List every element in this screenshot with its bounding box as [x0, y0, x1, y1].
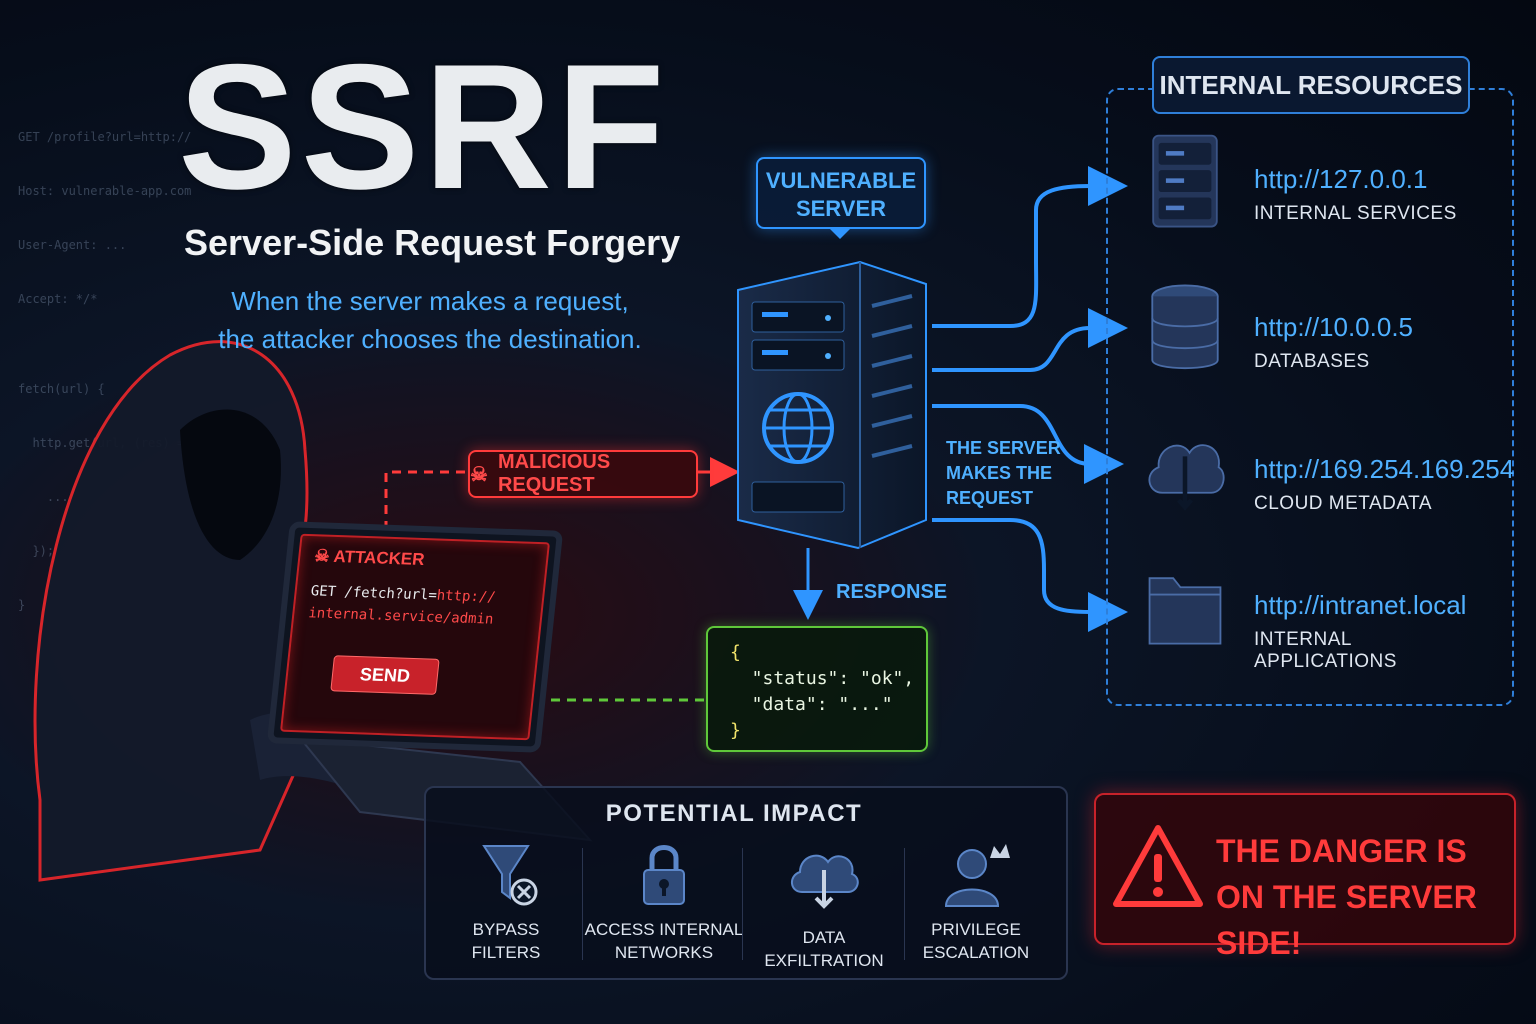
request-url: http://: [435, 587, 497, 606]
impact-label-line: PRIVILEGE: [931, 920, 1021, 939]
server-makes-request-label: THE SERVER MAKES THE REQUEST: [946, 436, 1066, 511]
resource-internal-services: http://127.0.0.1 INTERNAL SERVICES: [1254, 164, 1494, 225]
malicious-request-text: MALICIOUS REQUEST: [497, 451, 611, 496]
json-line: "status": "ok",: [730, 668, 915, 689]
impact-title: POTENTIAL IMPACT: [605, 800, 863, 827]
vulnerable-server-line: VULNERABLE: [765, 168, 917, 193]
page-title: SSRF: [178, 27, 669, 226]
attacker-request: GET /fetch?url=http:// internal.service/…: [307, 580, 497, 630]
callout-pointer: [828, 227, 852, 239]
json-brace: }: [730, 720, 741, 741]
skull-icon: ☠: [313, 546, 335, 566]
divider: [742, 848, 743, 960]
impact-label-line: ACCESS INTERNAL: [584, 920, 744, 939]
impact-privilege-escalation: PRIVILEGE ESCALATION: [896, 840, 1056, 962]
impact-label: PRIVILEGE ESCALATION: [896, 918, 1056, 964]
resource-databases: http://10.0.0.5 DATABASES: [1254, 312, 1494, 373]
json-line: "data": "...": [730, 694, 893, 715]
danger-line: ON THE SERVER SIDE!: [1216, 879, 1477, 961]
request-prefix: GET /fetch?url=: [309, 583, 438, 604]
tagline-line: When the server makes a request,: [231, 286, 629, 316]
lock-icon: [643, 845, 685, 905]
impact-label: ACCESS INTERNAL NETWORKS: [584, 918, 744, 964]
page-subtitle: Server-Side Request Forgery: [184, 222, 681, 263]
resource-desc: INTERNAL APPLICATIONS: [1254, 629, 1397, 672]
impact-label-line: DATA EXFILTRATION: [764, 928, 884, 970]
tagline: When the server makes a request, the att…: [200, 282, 660, 358]
database-icon: [1151, 284, 1219, 370]
divider: [582, 848, 583, 960]
code-line: }: [18, 598, 26, 612]
impact-label-line: ESCALATION: [922, 943, 1030, 962]
code-line: Accept: */*: [18, 292, 98, 306]
resource-cloud-metadata: http://169.254.169.254 CLOUD METADATA: [1254, 454, 1515, 515]
filter-blocked-icon: [482, 845, 538, 906]
attacker-laptop-screen: ☠ ATTACKER GET /fetch?url=http:// intern…: [266, 521, 564, 753]
resource-desc: INTERNAL SERVICES: [1254, 203, 1457, 224]
impact-label: DATA EXFILTRATION: [744, 918, 904, 972]
tagline-line: the attacker chooses the destination.: [218, 324, 642, 354]
resource-url: http://10.0.0.5: [1254, 312, 1414, 342]
danger-message: THE DANGER IS ON THE SERVER SIDE!: [1216, 828, 1536, 966]
json-brace: {: [730, 642, 741, 663]
impact-bypass-filters: BYPASS FILTERS: [426, 840, 586, 962]
send-button[interactable]: SEND: [330, 655, 440, 695]
attacker-label-text: ATTACKER: [332, 546, 426, 570]
warning-icon: [1113, 825, 1203, 907]
danger-line: THE DANGER IS: [1216, 833, 1467, 869]
code-line: ...: [18, 490, 69, 504]
resource-intranet: http://intranet.local INTERNAL APPLICATI…: [1254, 590, 1494, 673]
skull-icon: ☠: [470, 463, 488, 486]
folder-icon: [1148, 577, 1222, 645]
resource-url: http://intranet.local: [1254, 590, 1467, 620]
impact-label-line: NETWORKS: [614, 943, 714, 962]
vulnerable-server-line: SERVER: [795, 196, 887, 221]
user-crown-icon: [944, 844, 1010, 907]
response-label: RESPONSE: [836, 581, 948, 603]
attacker-label: ☠ ATTACKER: [313, 546, 425, 570]
server-rack-icon: [1152, 134, 1218, 228]
server-tower: [737, 260, 927, 550]
code-line: User-Agent: ...: [18, 238, 127, 252]
danger-callout: [1094, 793, 1516, 945]
resource-desc: DATABASES: [1254, 351, 1370, 372]
attacker-panel: ☠ ATTACKER GET /fetch?url=http:// intern…: [280, 533, 550, 741]
request-url: internal.service/admin: [307, 605, 495, 628]
vulnerable-server-label: VULNERABLE SERVER: [756, 157, 926, 229]
resource-desc: CLOUD METADATA: [1254, 493, 1433, 514]
malicious-request-label: ☠ MALICIOUS REQUEST: [468, 450, 698, 498]
globe-icon: [762, 392, 834, 464]
impact-access-internal: ACCESS INTERNAL NETWORKS: [584, 840, 744, 962]
server-makes-line: THE SERVER: [946, 438, 1061, 458]
impact-label: BYPASS FILTERS: [426, 918, 586, 964]
code-line: Host: vulnerable-app.com: [18, 184, 192, 198]
server-makes-line: REQUEST: [946, 488, 1034, 508]
resource-url: http://127.0.0.1: [1254, 164, 1428, 194]
code-line: fetch(url) {: [18, 382, 105, 396]
impact-label-line: FILTERS: [471, 943, 541, 962]
resource-url: http://169.254.169.254: [1254, 454, 1515, 484]
code-line: });: [18, 544, 55, 558]
server-makes-line: MAKES THE: [946, 463, 1053, 483]
impact-label-line: BYPASS: [472, 920, 540, 939]
cloud-download-icon: [791, 854, 859, 909]
cloud-icon: [1148, 444, 1225, 511]
impact-data-exfiltration: DATA EXFILTRATION: [744, 840, 904, 970]
response-json: { "status": "ok", "data": "..." }: [706, 626, 928, 752]
code-line: GET /profile?url=http://: [18, 130, 192, 144]
divider: [904, 848, 905, 960]
internal-resources-title: INTERNAL RESOURCES: [1152, 56, 1470, 114]
